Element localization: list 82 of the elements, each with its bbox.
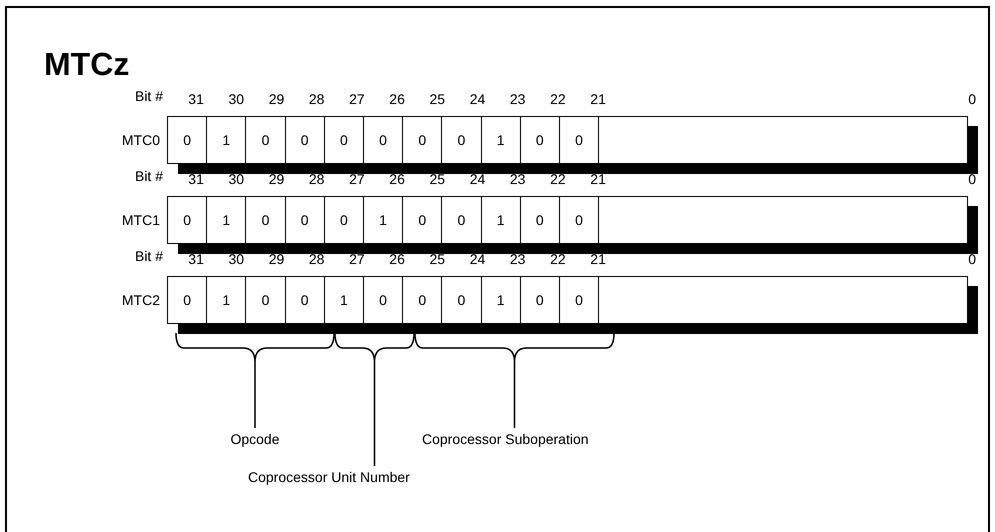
bit-value: 0 [558, 276, 600, 324]
register-name: MTC0 [120, 132, 161, 148]
bit-number: 21 [589, 171, 607, 187]
bit-number: 22 [549, 251, 567, 267]
bit-value: 0 [362, 276, 404, 324]
bit-value: 1 [324, 276, 364, 324]
bit-value: 1 [480, 116, 521, 164]
bit-number: 21 [589, 251, 607, 267]
bit-value: 0 [402, 196, 442, 244]
bit-field [598, 276, 968, 324]
bit-value: 0 [167, 196, 208, 244]
bit-value: 0 [167, 116, 208, 164]
bit-number: 29 [268, 171, 286, 187]
bit-number: 25 [428, 91, 446, 107]
field-label: Coprocessor Unit Number [248, 469, 410, 485]
bit-value: 0 [402, 276, 442, 324]
bit-number: 26 [388, 251, 406, 267]
row-heading: Bit # [134, 88, 163, 104]
bit-value: 1 [206, 196, 246, 244]
bit-number: 25 [428, 251, 446, 267]
bit-number: 0 [967, 171, 976, 187]
row-heading: Bit # [134, 248, 163, 264]
bit-number: 27 [348, 91, 366, 107]
bit-number: 24 [468, 91, 486, 107]
bit-number: 28 [308, 91, 326, 107]
bit-number: 22 [549, 171, 567, 187]
bit-number: 31 [187, 91, 205, 107]
field-label: Opcode [229, 431, 281, 447]
bit-value: 0 [284, 116, 325, 164]
bit-number: 27 [348, 171, 366, 187]
bit-value: 1 [480, 276, 521, 324]
bit-value: 0 [362, 116, 404, 164]
bit-value: 1 [206, 116, 246, 164]
bit-number: 21 [589, 91, 607, 107]
bit-number: 23 [508, 91, 526, 107]
bit-value: 0 [402, 116, 442, 164]
row-heading: Bit # [134, 168, 163, 184]
bit-number: 28 [308, 251, 326, 267]
title: MTCz [44, 46, 130, 83]
bit-value: 1 [362, 196, 404, 244]
bit-number: 30 [227, 251, 246, 267]
bit-value: 0 [520, 196, 560, 244]
bit-number: 23 [508, 251, 526, 267]
bit-value: 0 [284, 196, 325, 244]
bit-value: 0 [441, 196, 482, 244]
bit-number: 22 [549, 91, 567, 107]
bit-number: 26 [388, 171, 406, 187]
bit-value: 0 [520, 116, 560, 164]
bit-value: 1 [480, 196, 521, 244]
bit-value: 0 [324, 196, 364, 244]
bit-number: 23 [508, 171, 526, 187]
bit-value: 0 [558, 116, 600, 164]
bit-field [598, 196, 968, 244]
bit-number: 0 [967, 91, 976, 107]
register-name: MTC1 [120, 212, 161, 228]
bit-field [598, 116, 968, 164]
bit-value: 0 [324, 116, 364, 164]
bit-value: 0 [167, 276, 208, 324]
bit-number: 26 [388, 91, 406, 107]
bit-number: 24 [468, 171, 486, 187]
bit-number: 31 [187, 251, 205, 267]
bit-number: 0 [967, 251, 976, 267]
bit-number: 28 [308, 171, 326, 187]
bit-value: 1 [206, 276, 246, 324]
bit-number: 30 [227, 91, 246, 107]
field-label: Coprocessor Suboperation [422, 431, 589, 447]
bit-number: 31 [187, 171, 205, 187]
bit-value: 0 [441, 116, 482, 164]
bit-number: 29 [268, 251, 286, 267]
bit-number: 27 [348, 251, 366, 267]
bit-number: 25 [428, 171, 446, 187]
bit-value: 0 [245, 196, 286, 244]
bit-number: 30 [227, 171, 246, 187]
bit-number: 24 [468, 251, 486, 267]
bit-value: 0 [441, 276, 482, 324]
bit-number: 29 [268, 91, 286, 107]
bit-value: 0 [245, 116, 286, 164]
bit-value: 0 [284, 276, 325, 324]
bit-value: 0 [520, 276, 560, 324]
bit-value: 0 [245, 276, 286, 324]
register-name: MTC2 [120, 292, 161, 308]
bit-value: 0 [558, 196, 600, 244]
